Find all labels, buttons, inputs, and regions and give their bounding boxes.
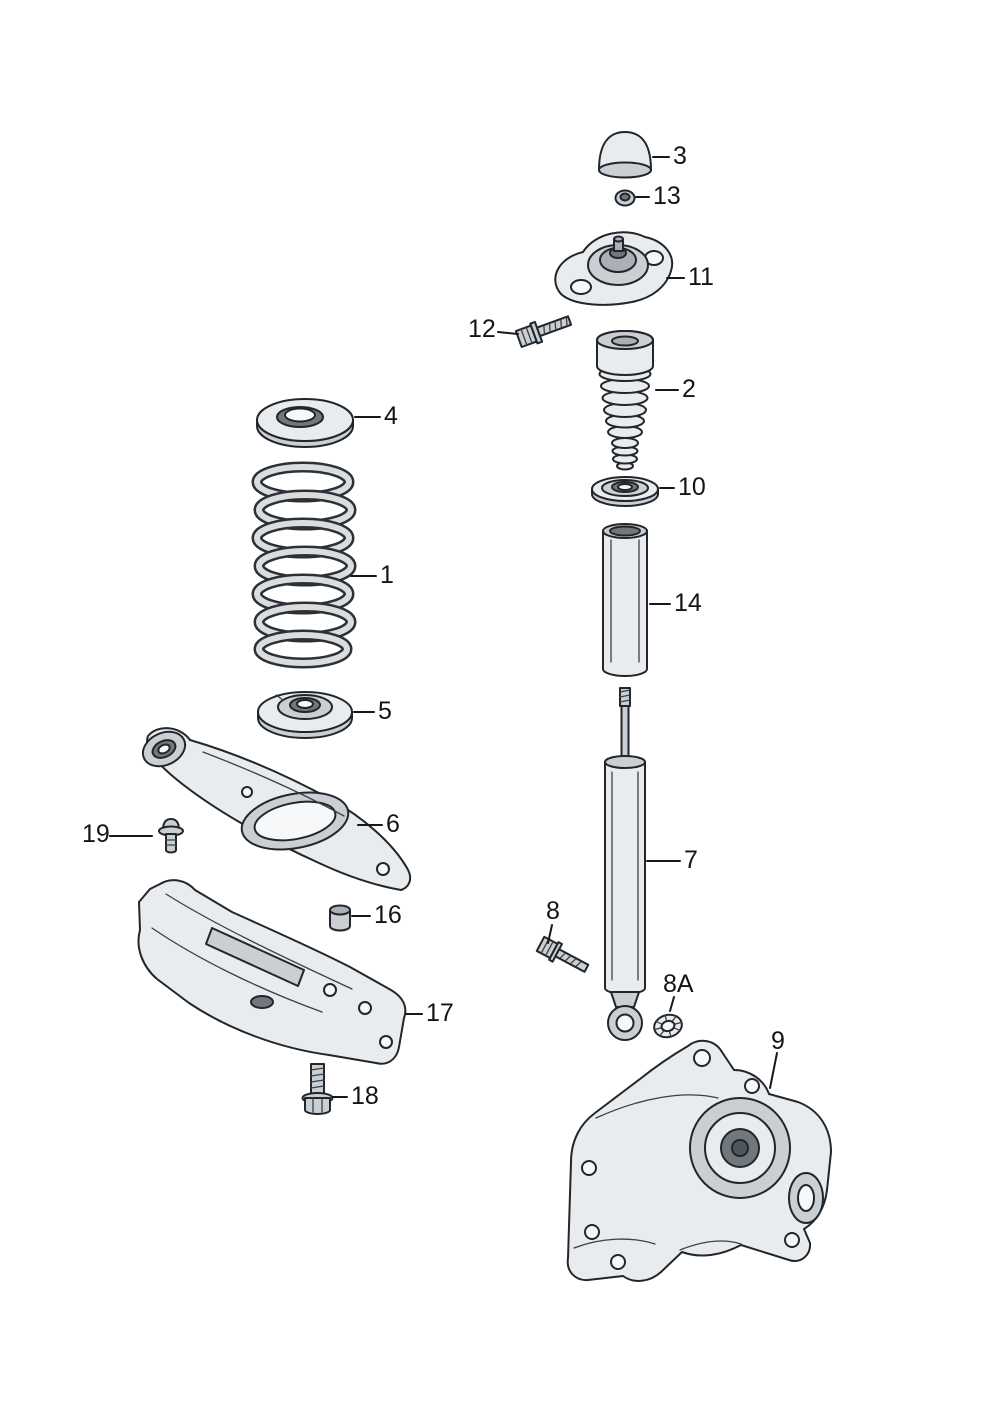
callout-5[interactable]: 5 [378, 697, 392, 725]
leader-line-9 [769, 1052, 778, 1089]
callout-6[interactable]: 6 [386, 810, 400, 838]
part-bump-stop[interactable] [596, 330, 654, 471]
callout-13[interactable]: 13 [653, 182, 681, 210]
callout-3[interactable]: 3 [673, 142, 687, 170]
callout-14[interactable]: 14 [674, 589, 702, 617]
part-toothed-washer[interactable] [652, 1012, 685, 1040]
leader-line-8 [547, 924, 553, 944]
part-link-bolt[interactable] [301, 1063, 334, 1115]
callout-9[interactable]: 9 [771, 1027, 785, 1055]
part-lower-spring-link[interactable] [137, 879, 407, 1065]
part-shock-bolt[interactable] [535, 935, 591, 977]
callout-17[interactable]: 17 [426, 999, 454, 1027]
part-push-rivet[interactable] [158, 818, 184, 854]
part-protective-tube[interactable] [602, 523, 648, 677]
part-upper-transverse-link[interactable] [137, 725, 412, 891]
part-mount-bolt[interactable] [514, 311, 573, 349]
part-coil-spring[interactable] [251, 461, 357, 669]
callout-12[interactable]: 12 [468, 315, 496, 343]
callout-10[interactable]: 10 [678, 473, 706, 501]
leader-line-8a [669, 996, 675, 1012]
callout-8[interactable]: 8 [546, 897, 560, 925]
callout-7[interactable]: 7 [684, 846, 698, 874]
callout-16[interactable]: 16 [374, 901, 402, 929]
part-spring-seat-washer[interactable] [591, 476, 659, 507]
part-upper-spring-pad[interactable] [256, 398, 354, 448]
callout-4[interactable]: 4 [384, 402, 398, 430]
part-wheel-bearing-housing[interactable] [566, 1039, 832, 1282]
callout-19[interactable]: 19 [82, 820, 110, 848]
leader-line-12 [497, 331, 519, 335]
callout-2[interactable]: 2 [682, 375, 696, 403]
callout-8a[interactable]: 8A [663, 970, 694, 998]
part-nut[interactable] [614, 189, 636, 207]
part-strut-mount[interactable] [554, 231, 674, 306]
callout-11[interactable]: 11 [688, 263, 714, 291]
callout-1[interactable]: 1 [380, 561, 394, 589]
part-cap[interactable] [598, 131, 652, 179]
part-lower-spring-seat[interactable] [257, 691, 353, 739]
part-shock-absorber[interactable] [604, 687, 646, 1041]
part-buffer-bushing[interactable] [329, 904, 351, 932]
callout-18[interactable]: 18 [351, 1082, 379, 1110]
leader-lines [109, 156, 778, 1098]
